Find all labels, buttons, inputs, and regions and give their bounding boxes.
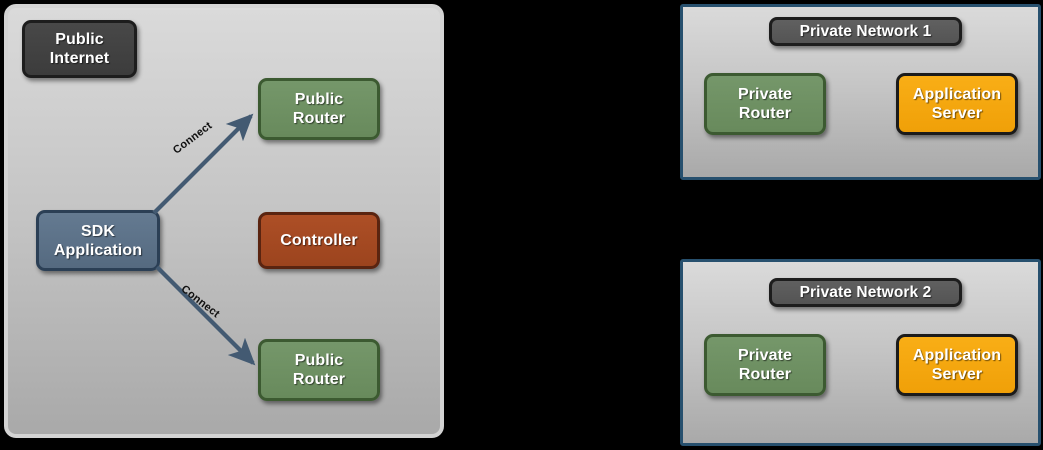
node-public-internet[interactable]: Public Internet bbox=[22, 20, 137, 78]
node-application-server-2[interactable]: Application Server bbox=[896, 334, 1018, 396]
edge-label-connect-bottom: Connect bbox=[178, 283, 222, 321]
private-network-2-panel: Private Network 2 Private Router Applica… bbox=[680, 259, 1041, 446]
node-sdk-application[interactable]: SDK Application bbox=[36, 210, 160, 271]
edge-label-connect-top: Connect bbox=[171, 119, 215, 157]
edge-sdk-to-public-router-bottom bbox=[155, 265, 256, 366]
node-public-router-top[interactable]: Public Router bbox=[258, 78, 380, 140]
node-application-server-1[interactable]: Application Server bbox=[896, 73, 1018, 135]
node-private-router-1[interactable]: Private Router bbox=[704, 73, 826, 135]
node-controller[interactable]: Controller bbox=[258, 212, 380, 269]
private-network-2-title: Private Network 2 bbox=[769, 278, 962, 307]
node-private-router-2[interactable]: Private Router bbox=[704, 334, 826, 396]
private-network-1-panel: Private Network 1 Private Router Applica… bbox=[680, 4, 1041, 180]
private-network-1-title: Private Network 1 bbox=[769, 17, 962, 46]
public-internet-panel: Public Internet Public Router SDK Applic… bbox=[4, 4, 444, 438]
node-public-router-bottom[interactable]: Public Router bbox=[258, 339, 380, 401]
